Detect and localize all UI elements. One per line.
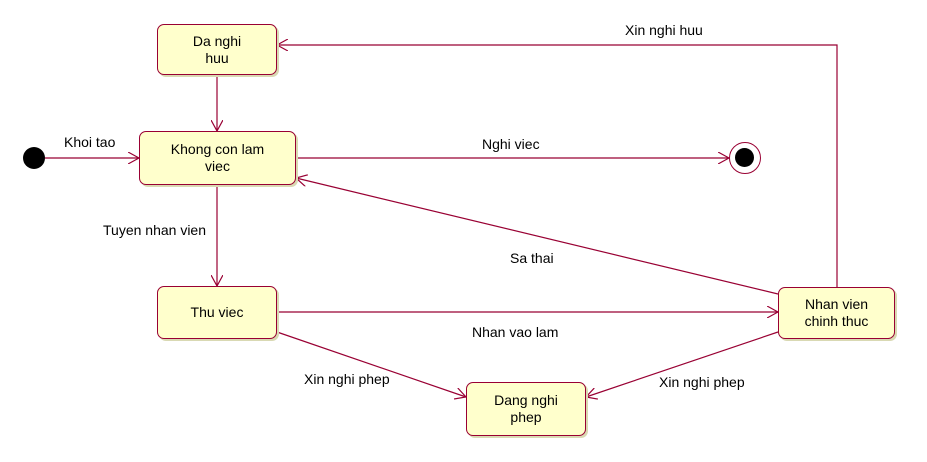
arrow-sa-thai [296,178,779,295]
state-label: Nhan vien chinh thuc [804,296,869,329]
state-label: Thu viec [190,304,244,320]
label-nghi-viec: Nghi viec [482,136,540,152]
final-state-icon [729,142,761,174]
label-nhan-vao-lam: Nhan vao lam [472,324,559,340]
label-xin-nghi-huu: Xin nghi huu [625,22,703,38]
label-tuyen-nhan-vien: Tuyen nhan vien [103,222,206,238]
label-khoi-tao: Khoi tao [64,134,116,150]
state-khong-con-lam-viec[interactable]: Khong con lam viec [139,131,296,185]
label-sa-thai: Sa thai [510,250,554,266]
state-label: Khong con lam viec [170,141,265,174]
state-label: Da nghi huu [192,32,242,66]
arrow-xin-nghi-phep-right [586,331,779,397]
label-xin-nghi-phep-right: Xin nghi phep [659,374,745,390]
arrow-xin-nghi-phep-left [276,331,466,397]
state-thu-viec[interactable]: Thu viec [157,286,277,339]
arrow-xin-nghi-huu [277,45,838,287]
initial-state-icon [23,147,45,169]
label-xin-nghi-phep-left: Xin nghi phep [304,371,390,387]
state-dang-nghi-phep[interactable]: Dang nghi phep [466,382,586,436]
state-nhan-vien-chinh-thuc[interactable]: Nhan vien chinh thuc [778,287,895,339]
state-label: Dang nghi phep [494,392,558,425]
final-state-dot [735,148,754,167]
state-da-nghi-huu[interactable]: Da nghi huu [157,24,277,75]
